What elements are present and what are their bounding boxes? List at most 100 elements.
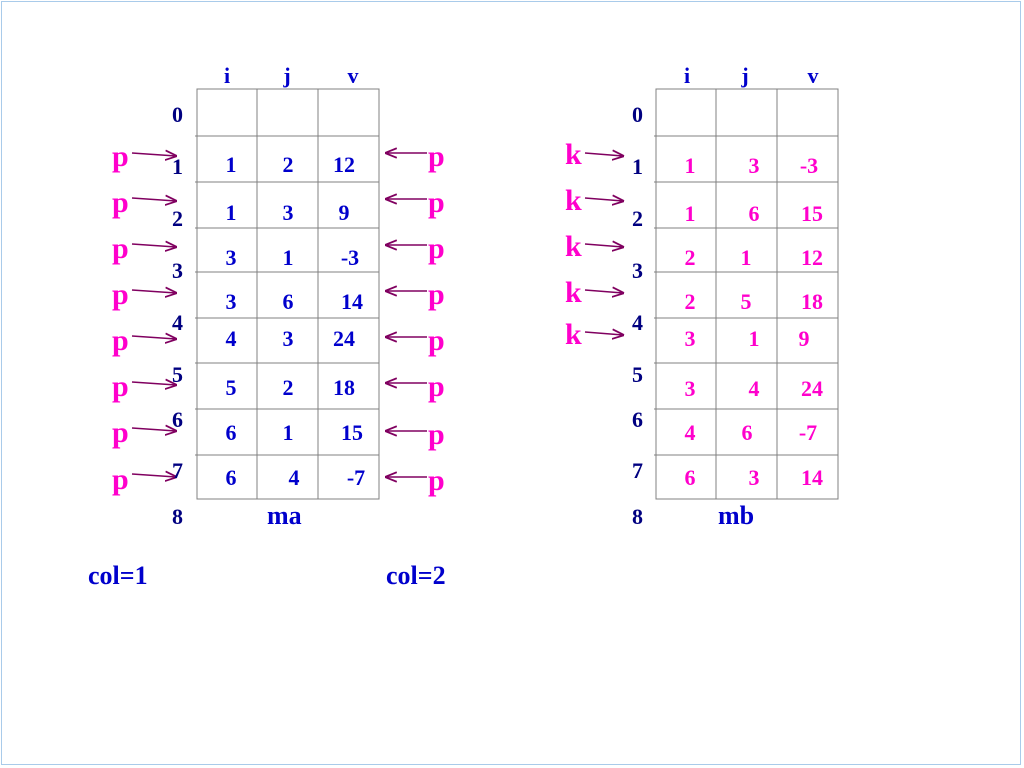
ma-row-index: 0: [172, 102, 183, 127]
ma-cell: 2: [282, 375, 294, 400]
mb-header-j: j: [741, 63, 749, 88]
pointer-p-left: p: [112, 232, 129, 265]
ma-cell: 12: [333, 152, 355, 177]
mb-cell: 9: [798, 326, 810, 351]
ma-cell: 6: [225, 465, 237, 490]
mb-cell: 3: [748, 465, 760, 490]
ma-cell: 24: [333, 326, 355, 351]
ma-cell: -7: [346, 465, 366, 490]
pointer-p-right: p: [428, 418, 445, 451]
pointer-p-left: p: [112, 140, 129, 173]
left-p-arrows: [131, 153, 176, 477]
k-arrows: [584, 153, 623, 335]
ma-row-index: 5: [172, 362, 183, 387]
pointer-p-right: p: [428, 464, 445, 497]
ma-cell: 6: [282, 289, 294, 314]
pointer-p-right: p: [428, 140, 445, 173]
mb-cell: 4: [684, 420, 696, 445]
ma-cell: 3: [282, 326, 294, 351]
mb-cell: 3: [684, 326, 696, 351]
pointer-p-left: p: [112, 463, 129, 496]
pointer-p-right: p: [428, 324, 445, 357]
ma-cell: 15: [341, 420, 363, 445]
ma-cell: 3: [225, 289, 237, 314]
mb-cell: 1: [684, 201, 696, 226]
mb-row-index: 0: [632, 102, 643, 127]
mb-table-name: mb: [718, 501, 755, 530]
mb-row-index: 4: [632, 310, 643, 335]
mb-cell: 18: [801, 289, 823, 314]
ma-header-v: v: [347, 63, 359, 88]
mb-cell: 14: [801, 465, 823, 490]
pointer-p-right: p: [428, 186, 445, 219]
mb-cell: 3: [684, 376, 696, 401]
ma-cell: 4: [225, 326, 237, 351]
pointer-p-left: p: [112, 416, 129, 449]
ma-table-name: ma: [267, 501, 302, 530]
ma-cell: 5: [225, 375, 237, 400]
mb-cell: 3: [748, 153, 760, 178]
mb-cell: 1: [684, 153, 696, 178]
col-right-label: col=2: [386, 561, 446, 590]
ma-row-index: 1: [172, 154, 183, 179]
pointer-p-left: p: [112, 370, 129, 403]
mb-row-index: 5: [632, 362, 643, 387]
right-p-arrows: [386, 153, 427, 477]
ma-cell: 1: [282, 420, 294, 445]
mb-row-index: 8: [632, 504, 643, 529]
mb-cell: 1: [740, 245, 752, 270]
pointer-p-left: p: [112, 186, 129, 219]
mb-cell: 6: [748, 201, 760, 226]
pointer-p-left: p: [112, 278, 129, 311]
ma-header-j: j: [283, 63, 291, 88]
ma-cell: 18: [333, 375, 355, 400]
ma-row-index: 6: [172, 407, 183, 432]
pointer-k: k: [565, 184, 582, 217]
mb-cell: 12: [801, 245, 823, 270]
mb-header-i: i: [683, 63, 691, 88]
mb-row-index: 2: [632, 206, 643, 231]
mb-cell: 5: [740, 289, 752, 314]
mb-cell: 4: [748, 376, 760, 401]
mb-row-index: 3: [632, 258, 643, 283]
ma-cell: 1: [225, 152, 237, 177]
ma-cell: 3: [225, 245, 237, 270]
mb-cell: 15: [801, 201, 823, 226]
ma-row-index: 3: [172, 258, 183, 283]
pointer-p-right: p: [428, 278, 445, 311]
pointer-k: k: [565, 230, 582, 263]
pointer-k: k: [565, 138, 582, 171]
pointer-k: k: [565, 318, 582, 351]
mb-row-index: 1: [632, 154, 643, 179]
ma-cell: 1: [225, 200, 237, 225]
ma-row-index: 4: [172, 310, 183, 335]
pointer-p-left: p: [112, 324, 129, 357]
pointer-p-right: p: [428, 370, 445, 403]
mb-cell: 1: [748, 326, 760, 351]
mb-table-grid: [654, 88, 839, 500]
mb-cell: 24: [801, 376, 823, 401]
mb-header-v: v: [807, 63, 819, 88]
mb-cell: 2: [684, 289, 696, 314]
ma-cell: -3: [340, 245, 360, 270]
pointer-k: k: [565, 276, 582, 309]
col-left-label: col=1: [88, 561, 148, 590]
ma-cell: 14: [341, 289, 363, 314]
ma-cell: 1: [282, 245, 294, 270]
ma-cell: 9: [338, 200, 350, 225]
ma-cell: 3: [282, 200, 294, 225]
mb-cell: 2: [684, 245, 696, 270]
mb-cell: 6: [684, 465, 696, 490]
ma-row-index: 2: [172, 206, 183, 231]
mb-row-index: 6: [632, 407, 643, 432]
ma-cell: 2: [282, 152, 294, 177]
mb-cell: -3: [799, 153, 819, 178]
ma-cell: 4: [288, 465, 300, 490]
mb-cell: -7: [798, 420, 818, 445]
ma-header-i: i: [223, 63, 231, 88]
ma-row-index: 7: [172, 458, 183, 483]
pointer-p-right: p: [428, 232, 445, 265]
mb-cell: 6: [741, 420, 753, 445]
